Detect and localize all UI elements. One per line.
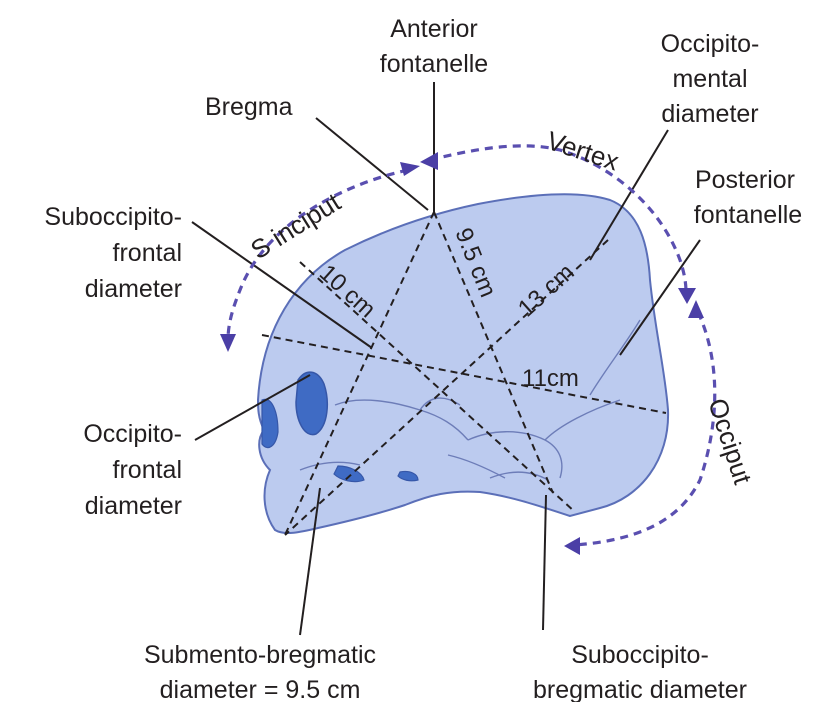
- svg-text:fontanelle: fontanelle: [380, 50, 488, 78]
- svg-text:Suboccipito-: Suboccipito-: [571, 641, 709, 669]
- svg-text:mental: mental: [672, 65, 747, 93]
- vertex-right-arrowhead: [678, 288, 696, 304]
- svg-text:Occipito-: Occipito-: [661, 30, 760, 58]
- svg-text:frontal: frontal: [113, 239, 182, 267]
- orbit-shape: [296, 372, 327, 434]
- svg-text:Anterior: Anterior: [390, 15, 478, 43]
- anterior-fontanelle-label: Anterior fontanelle: [380, 15, 488, 78]
- measure-11cm: 11cm: [522, 365, 579, 392]
- occiput-upper-arrowhead: [688, 300, 704, 318]
- svg-text:frontal: frontal: [113, 456, 182, 484]
- suboccipitobregmatic-label: Suboccipito- bregmatic diameter: [533, 641, 747, 702]
- suboccipitofrontal-label: Suboccipito- frontal diameter: [44, 203, 182, 303]
- occiput-lower-arrowhead: [564, 537, 580, 555]
- vertex-label: Vertex: [543, 125, 622, 176]
- svg-text:Occipito-: Occipito-: [83, 420, 182, 448]
- svg-text:Bregma: Bregma: [205, 93, 293, 121]
- sinciput-label: S inciput: [245, 186, 346, 265]
- occipitomental-label: Occipito- mental diameter: [661, 30, 760, 128]
- vertex-left-arrowhead: [420, 152, 438, 170]
- svg-text:diameter = 9.5 cm: diameter = 9.5 cm: [160, 676, 361, 702]
- submentobregmatic-label: Submento-bregmatic diameter = 9.5 cm: [144, 641, 376, 702]
- svg-text:Suboccipito-: Suboccipito-: [44, 203, 182, 231]
- svg-text:diameter: diameter: [85, 275, 182, 303]
- suboccipitobregmatic-leader: [543, 495, 546, 630]
- svg-text:diameter: diameter: [661, 100, 758, 128]
- svg-text:fontanelle: fontanelle: [694, 201, 802, 229]
- sinciput-lower-arrowhead: [220, 334, 236, 352]
- posterior-fontanelle-label: Posterior fontanelle: [694, 166, 802, 229]
- bregma-label: Bregma: [205, 93, 293, 121]
- svg-text:bregmatic diameter: bregmatic diameter: [533, 676, 747, 702]
- svg-text:diameter: diameter: [85, 492, 182, 520]
- svg-text:Posterior: Posterior: [695, 166, 795, 194]
- sinciput-upper-arrowhead: [400, 162, 420, 176]
- svg-text:Submento-bregmatic: Submento-bregmatic: [144, 641, 376, 669]
- occipitofrontal-label: Occipito- frontal diameter: [83, 420, 182, 520]
